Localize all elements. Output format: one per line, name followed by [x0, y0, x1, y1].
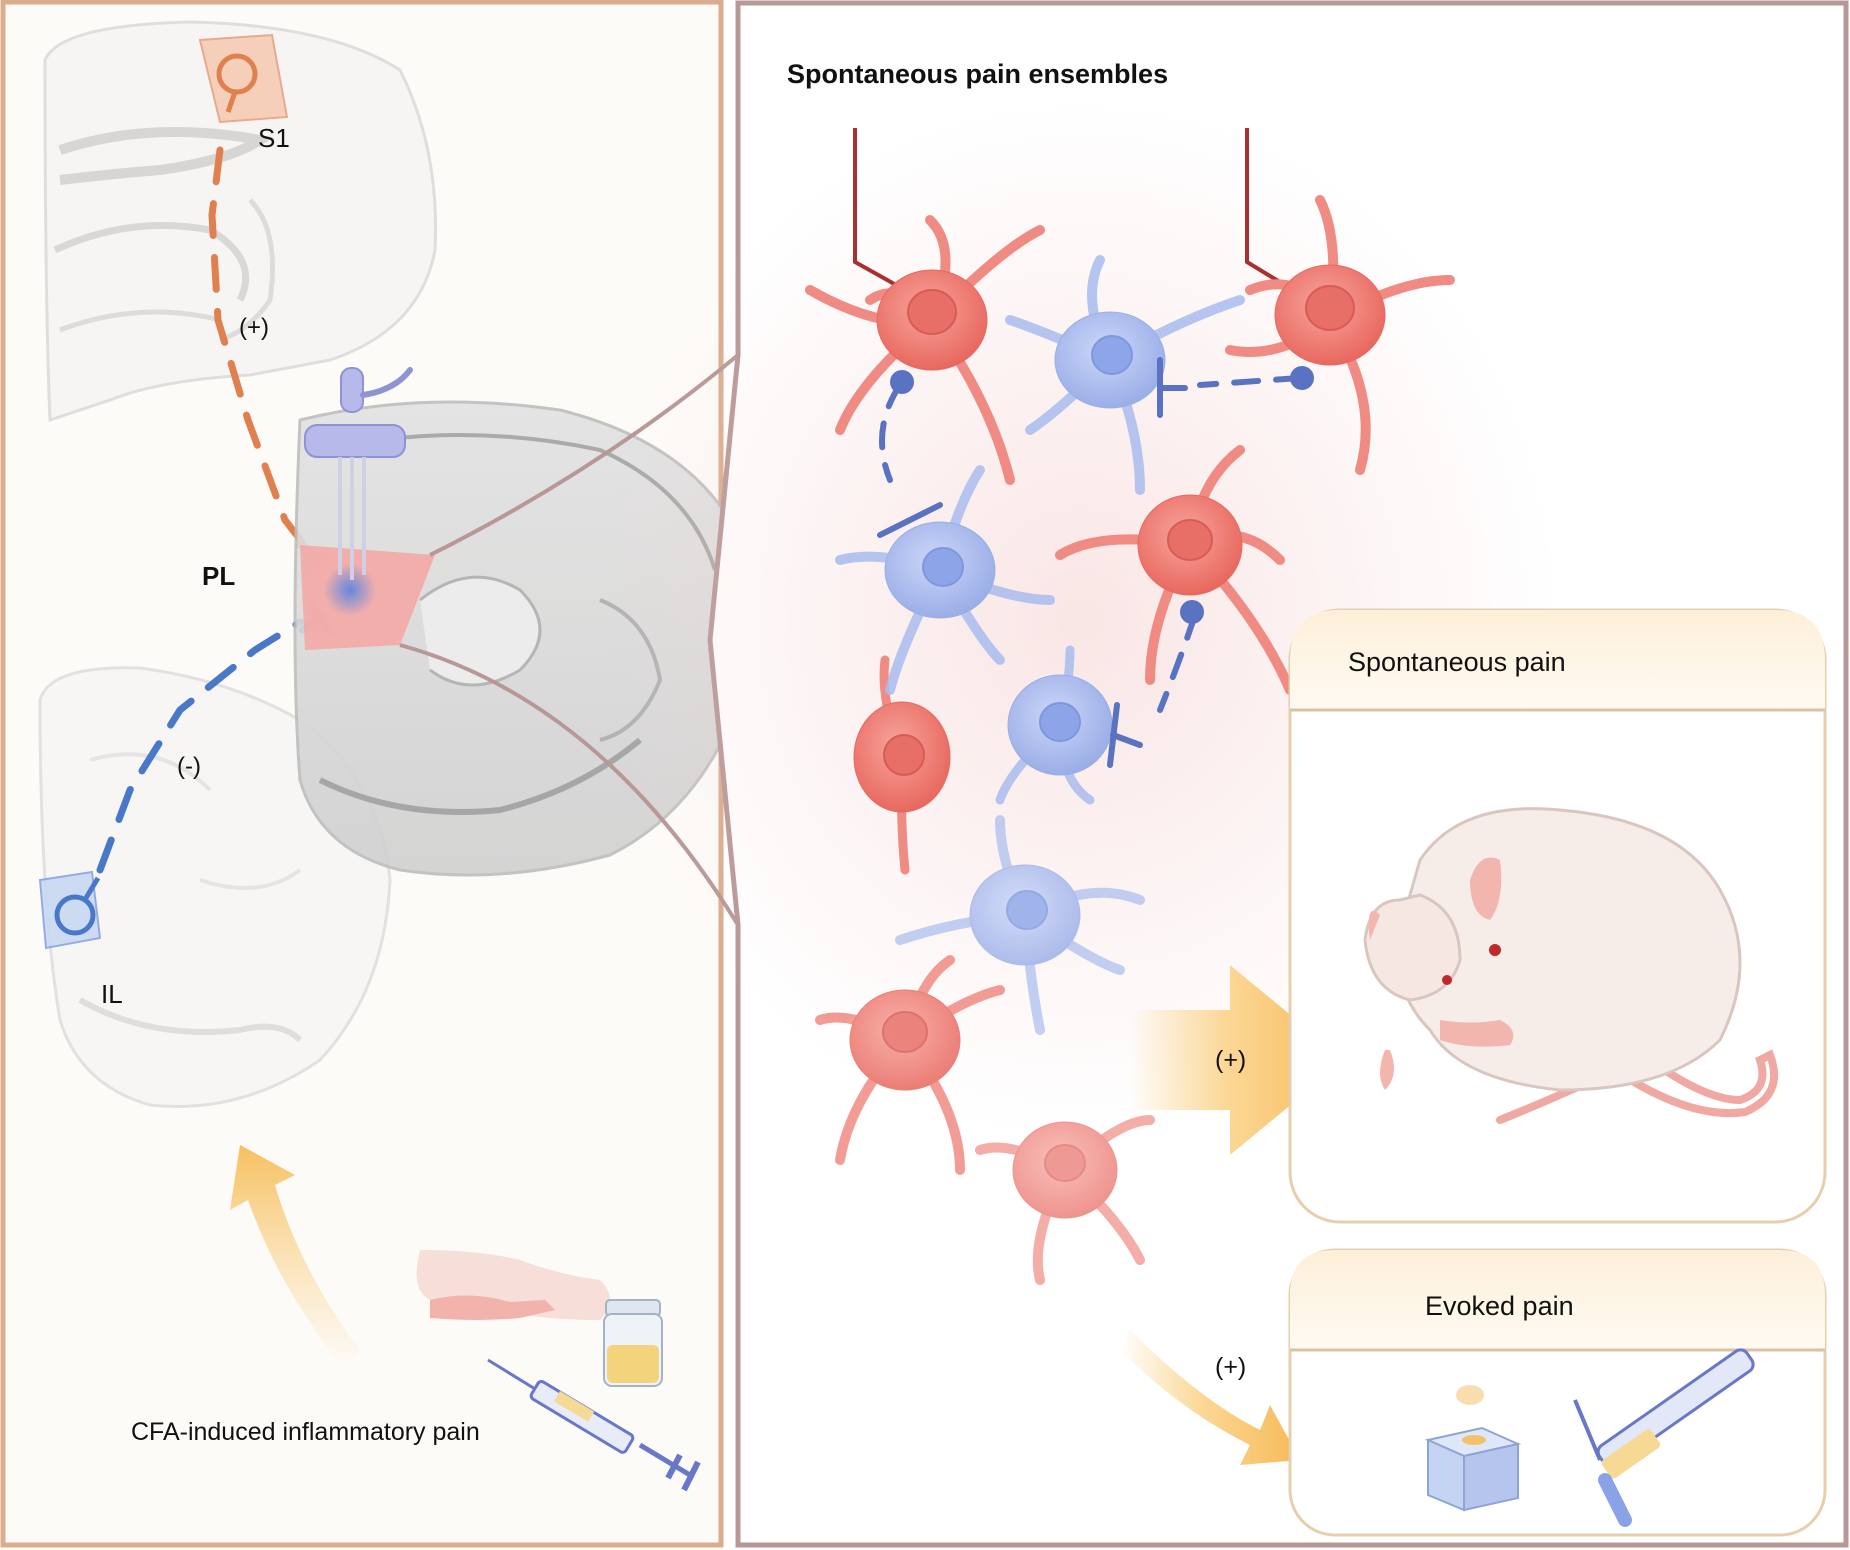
evoked-pain-title: Evoked pain [1425, 1291, 1574, 1321]
brain-section-icon [43, 20, 438, 423]
neuron-icon [995, 645, 1113, 805]
spontaneous-pain-title: Spontaneous pain [1348, 647, 1566, 677]
s1-to-pl-pathway [208, 146, 316, 559]
rat-icon [1363, 807, 1778, 1124]
heat-plate-icon [1424, 1385, 1522, 1512]
evoked-pain-box: Evoked pain [1288, 1248, 1827, 1537]
s1-recording-site-icon [198, 33, 289, 124]
label-pl: PL [202, 561, 235, 591]
inhibitory-connection [877, 357, 1303, 768]
neuron-icon [975, 1115, 1155, 1285]
arrow-to-spontaneous-pain [1130, 965, 1345, 1155]
cfa-upward-arrow [230, 1145, 360, 1370]
label-evoked-sign: (+) [1215, 1353, 1246, 1381]
synapse-icon [890, 370, 914, 394]
label-s1: S1 [258, 123, 290, 153]
synapse-icon [1180, 600, 1204, 624]
neuron-icon [815, 955, 1005, 1175]
neuron-icon [1225, 195, 1455, 475]
von-frey-filament-icon [1573, 1348, 1755, 1527]
neuron-icon [895, 815, 1145, 1035]
neuron-icon [1005, 255, 1245, 495]
syringe-icon [487, 1358, 701, 1492]
label-s1-pathway-sign: (+) [239, 314, 269, 341]
il-to-pl-pathway [96, 618, 304, 874]
label-cfa-inflammatory-pain: CFA-induced inflammatory pain [131, 1418, 480, 1446]
neuron-icon [835, 465, 1055, 695]
synapse-icon [1290, 366, 1314, 390]
arrow-to-evoked-pain [1120, 1330, 1300, 1465]
il-recording-site-icon [38, 870, 102, 950]
rat-paw-icon [416, 1250, 610, 1320]
ensemble-title: Spontaneous pain ensembles [787, 59, 1168, 89]
neuron-icon [805, 215, 1045, 485]
label-il: IL [101, 979, 123, 1009]
vial-icon [603, 1299, 663, 1387]
neuron-icon [853, 655, 951, 875]
neuron-icon [1055, 445, 1295, 695]
label-spontaneous-sign: (+) [1215, 1046, 1246, 1074]
label-il-pathway-sign: (-) [177, 753, 201, 780]
optic-fiber-icon [304, 367, 413, 580]
electrode-icon [853, 128, 906, 292]
